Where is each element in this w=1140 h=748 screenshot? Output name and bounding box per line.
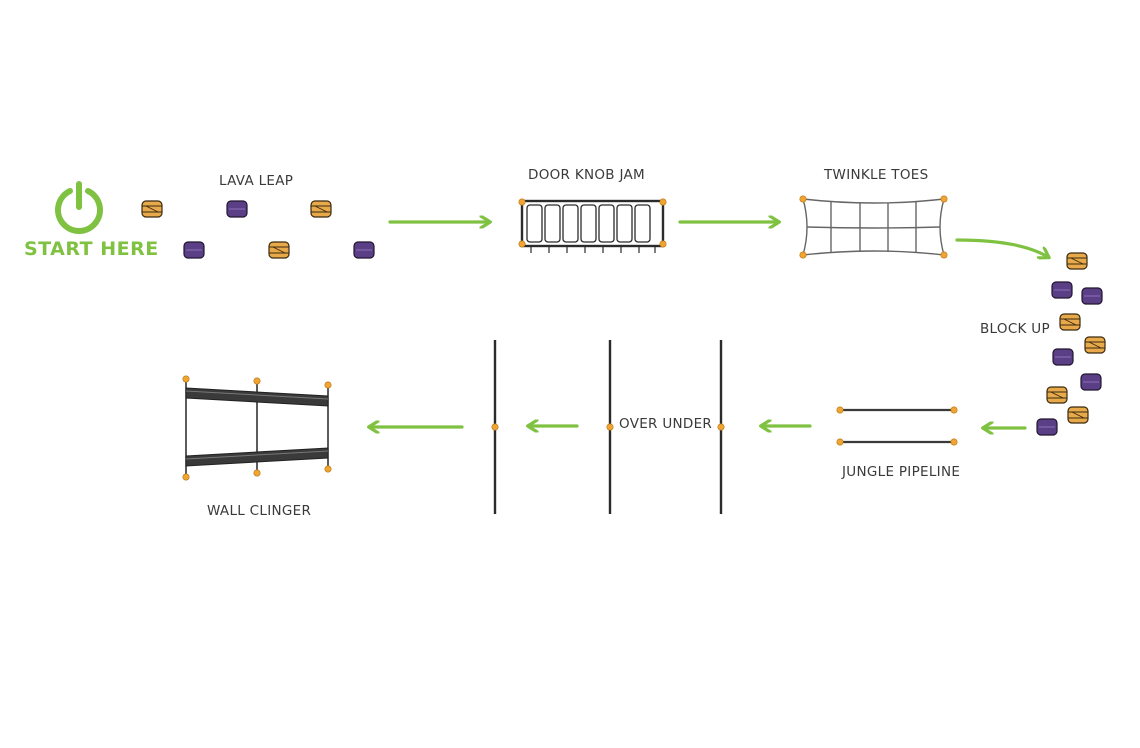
jungle-pipeline-label: JUNGLE PIPELINE bbox=[842, 464, 961, 480]
lava-block-purple bbox=[183, 241, 205, 259]
twinkle-toes-net bbox=[799, 195, 948, 259]
over-under-label: OVER UNDER bbox=[619, 416, 713, 432]
lava-leap-blocks bbox=[141, 200, 375, 259]
lava-block-purple bbox=[353, 241, 375, 259]
flow-arrows bbox=[370, 222, 1048, 428]
lava-block-orange bbox=[141, 200, 163, 218]
lava-block-orange bbox=[310, 200, 332, 218]
power-icon bbox=[55, 181, 103, 234]
wall-clinger-rails bbox=[182, 375, 332, 481]
jungle-pipeline-bars bbox=[836, 406, 958, 446]
lava-leap-label: LAVA LEAP bbox=[219, 173, 294, 189]
block-up-label: BLOCK UP bbox=[980, 321, 1050, 337]
door-knob-jam-panel bbox=[518, 198, 667, 253]
block-up-blocks bbox=[1036, 252, 1106, 436]
over-under-poles bbox=[491, 340, 725, 514]
twinkle-toes-label: TWINKLE TOES bbox=[824, 167, 929, 183]
door-knob-jam-label: DOOR KNOB JAM bbox=[528, 167, 645, 183]
lava-block-orange bbox=[268, 241, 290, 259]
start-here-label: START HERE bbox=[24, 238, 159, 260]
arrow-curve-icon bbox=[955, 238, 1048, 257]
wall-clinger-label: WALL CLINGER bbox=[207, 503, 312, 519]
lava-block-purple bbox=[226, 200, 248, 218]
